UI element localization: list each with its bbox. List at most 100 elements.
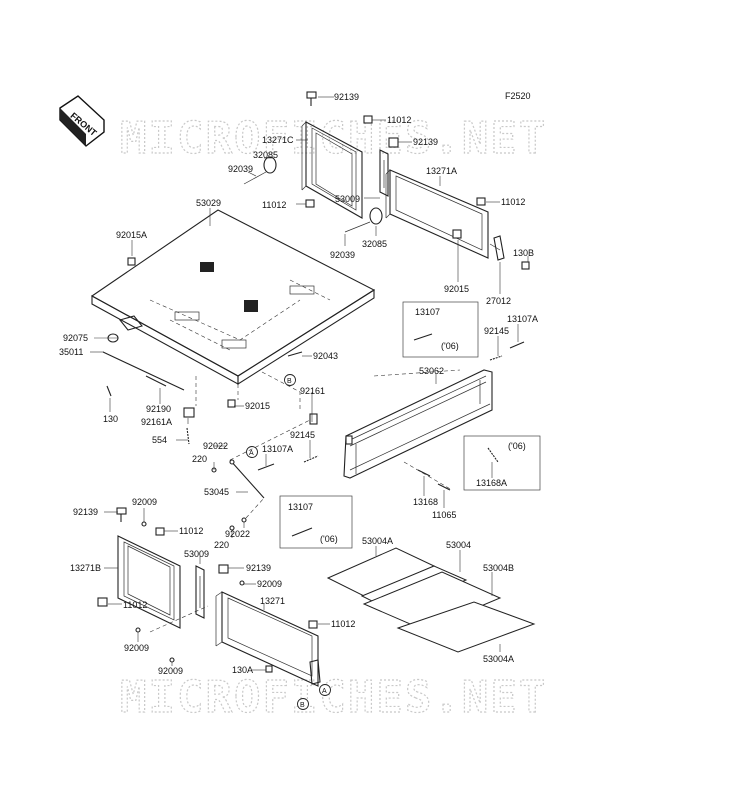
part-label: 53009	[335, 194, 360, 204]
inset-13168a	[463, 435, 541, 491]
bolt-92139-top	[306, 91, 317, 106]
front-arrow-icon: FRONT	[59, 95, 105, 147]
part-label: 92139	[246, 563, 271, 573]
latch-lower	[309, 659, 321, 685]
washer-92022-bottom	[241, 517, 247, 523]
part-label: 13107A	[262, 444, 293, 454]
clamp-32085-top	[263, 156, 277, 174]
reference-marker-a-bottom: A	[319, 684, 331, 696]
panel-13271b	[117, 535, 181, 629]
part-label: 220	[192, 454, 207, 464]
part-label: 92145	[290, 430, 315, 440]
mat-53004a-bottom	[396, 601, 536, 653]
part-label: 554	[152, 435, 167, 445]
part-label: 92139	[73, 507, 98, 517]
part-label: 13271A	[426, 166, 457, 176]
figure-id: F2520	[505, 91, 531, 101]
svg-text:A: A	[249, 450, 254, 457]
bracket-92161	[309, 413, 318, 425]
screw-92009-lower	[239, 580, 245, 586]
part-label: 13271B	[70, 563, 101, 573]
part-label: 13271	[260, 596, 285, 606]
panel-13271	[215, 591, 319, 687]
spring-554	[186, 427, 190, 445]
part-label: 11012	[331, 619, 355, 629]
part-label: 11012	[262, 200, 286, 210]
part-label: 92161A	[141, 417, 172, 427]
rod-92043	[287, 351, 303, 357]
part-label: 92022	[203, 441, 228, 451]
part-labels: 92139 11012 13271C 92139 32085 92039 110…	[59, 92, 538, 676]
bolt-130b	[521, 261, 530, 270]
part-label: 27012	[486, 296, 511, 306]
pin-13168	[417, 469, 431, 477]
spring-92145-right	[489, 355, 503, 361]
tailgate-53062	[343, 369, 493, 479]
nut-92015-right	[452, 229, 462, 239]
part-label: 11012	[387, 115, 411, 125]
reference-marker-a-top: A	[246, 446, 258, 458]
nut-11012-lowerleft-bottom	[97, 597, 108, 607]
part-label: 11012	[501, 197, 525, 207]
part-label: 92009	[132, 497, 157, 507]
part-label: 92009	[124, 643, 149, 653]
part-label: 13271C	[262, 135, 294, 145]
part-label: 53004	[446, 540, 471, 550]
part-label: 13107	[415, 307, 440, 317]
part-label: 11012	[179, 526, 203, 536]
bushing-92161a	[183, 407, 195, 418]
bracket-53009-bottom	[195, 565, 205, 619]
pin-13107a-right	[509, 341, 525, 349]
part-label: 92009	[158, 666, 183, 676]
rod-35011	[102, 351, 185, 391]
part-label: 53029	[196, 198, 221, 208]
part-label: 92145	[484, 326, 509, 336]
part-label: ('06)	[320, 534, 338, 544]
part-label: 130B	[513, 248, 534, 258]
part-label: 11065	[432, 510, 456, 520]
svg-text:B: B	[287, 378, 292, 385]
washer-92022-top	[229, 459, 235, 465]
part-label: 13168	[413, 497, 438, 507]
part-label: 13168A	[476, 478, 507, 488]
nut-92015-bottom	[227, 399, 236, 408]
spring-92145-left	[303, 455, 319, 463]
part-label: 92015	[245, 401, 270, 411]
part-label: ('06)	[508, 441, 526, 451]
part-label: 92139	[413, 137, 438, 147]
watermark-top: MICROFICHES.NET	[120, 113, 547, 164]
part-label: 32085	[253, 150, 278, 160]
part-label: 32085	[362, 239, 387, 249]
clamp-32085-mid	[369, 207, 383, 225]
part-label: 220	[214, 540, 229, 550]
latch-27012	[489, 235, 505, 261]
svg-text:B: B	[300, 702, 305, 709]
part-label: 92015	[444, 284, 469, 294]
screw-92009-lowerleft-bottom	[169, 657, 175, 663]
part-label: 53004A	[362, 536, 393, 546]
mat-53004b	[362, 571, 502, 631]
nut-11012-top	[363, 115, 373, 124]
part-label: 53062	[419, 366, 444, 376]
part-label: 92009	[257, 579, 282, 589]
pin-92190	[145, 375, 167, 387]
nut-11012-lower	[308, 620, 318, 629]
svg-text:A: A	[322, 688, 327, 695]
reference-marker-b-bottom: B	[297, 698, 309, 710]
part-label: 53009	[184, 549, 209, 559]
part-label: 11012	[123, 600, 147, 610]
part-label: 53045	[204, 487, 229, 497]
leader-lines	[90, 96, 529, 671]
part-label: 53004B	[483, 563, 514, 573]
inset-13107-bottom	[279, 495, 353, 549]
nut-11012-lowerleft	[155, 527, 165, 536]
bracket-53009-top	[379, 149, 389, 197]
panel-13271a	[385, 169, 489, 259]
watermark-bottom: MICROFICHES.NET	[120, 672, 547, 723]
bolt-130-left	[106, 385, 112, 397]
pin-11065	[437, 483, 451, 491]
part-label: 53004A	[483, 654, 514, 664]
part-label: ('06)	[441, 341, 459, 351]
part-label: 92015A	[116, 230, 147, 240]
part-label: 92039	[228, 164, 253, 174]
